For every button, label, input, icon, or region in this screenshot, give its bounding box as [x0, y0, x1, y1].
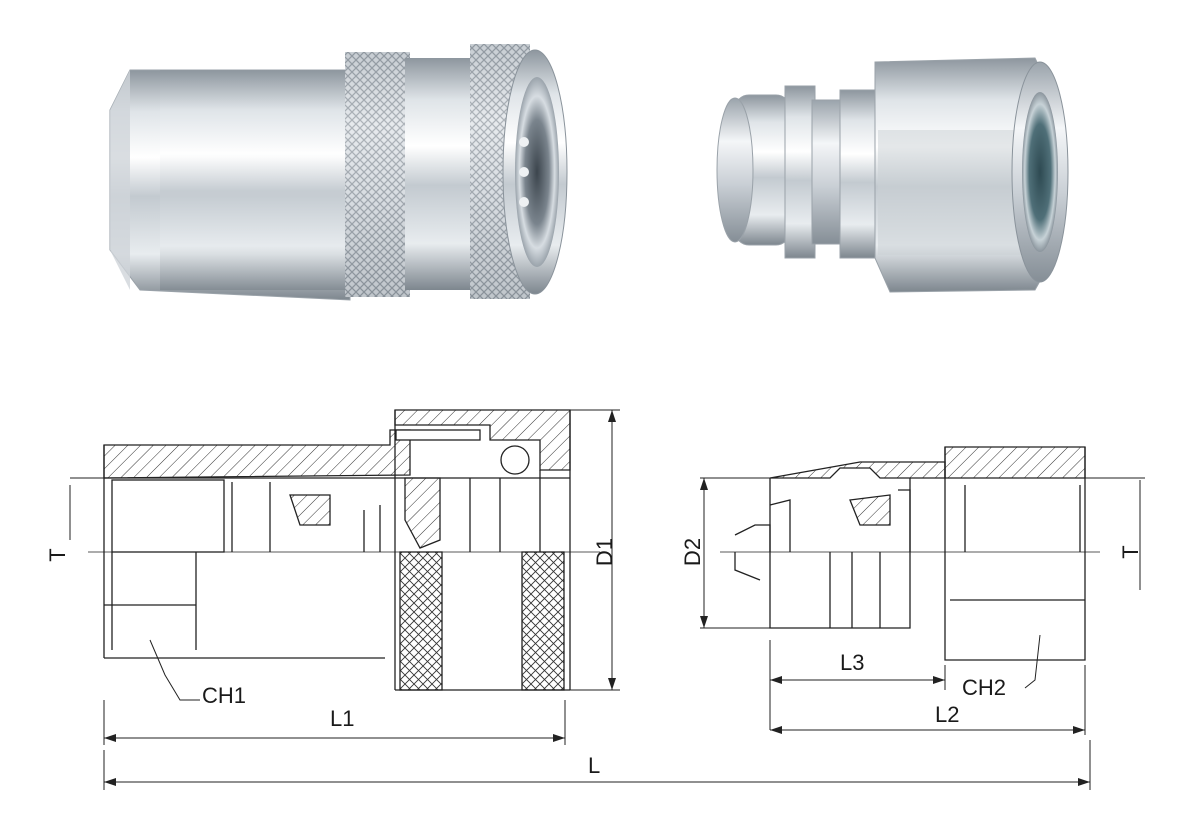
label-L2: L2 [935, 702, 959, 727]
male-nipple-drawing [720, 446, 1100, 661]
label-T-right: T [1118, 545, 1143, 558]
label-D2: D2 [680, 538, 705, 566]
dimension-arrows [104, 410, 1090, 786]
female-coupler-drawing [88, 409, 600, 691]
label-D1: D1 [592, 538, 617, 566]
label-L1: L1 [330, 706, 354, 731]
label-CH1: CH1 [202, 683, 246, 708]
label-CH2: CH2 [962, 675, 1006, 700]
label-L: L [588, 753, 600, 778]
dimension-lines [69, 409, 1145, 790]
label-T-left: T [45, 548, 70, 561]
female-coupler-photo [109, 44, 568, 301]
male-nipple-photo [716, 57, 1069, 293]
label-L3: L3 [840, 650, 864, 675]
